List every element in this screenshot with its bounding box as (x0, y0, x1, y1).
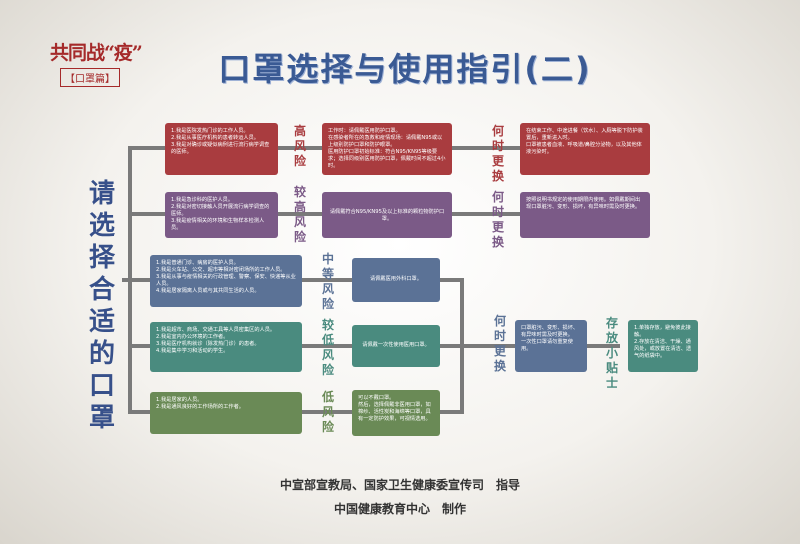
mask-item: 请佩戴符合N95/KN95及以上标准的颗粒物防护口罩。 (329, 209, 445, 222)
change-item: 在结束工作、中途进餐（饮水）、入厕等脱下防护装置后，重新进入时。 (526, 128, 643, 141)
who-item: 1.我是居家的人员。 (156, 397, 203, 403)
who-item: 4.我是居家隔离人员或与其共同生活的人员。 (156, 288, 260, 294)
who-item: 2.我是通风良好的工作场所的工作者。 (156, 404, 244, 410)
page-title: 口罩选择与使用指引(二) (218, 50, 592, 88)
who-box-medium: 1.我是普通门诊、病房的医护人员。 2.我是火车站、公交、超市等相对密闭场所的工… (150, 255, 302, 307)
change-item: 口罩被患者血液、呼吸道/鼻腔分泌物，以及其他体液污染时。 (526, 142, 642, 155)
tip-item: 1.单独存放，避免彼此接触。 (634, 325, 691, 338)
when-label-shared: 何时更换 (493, 314, 506, 373)
change-item: 按照说明书规定的使用期限内使用。如佩戴期间出现口罩脏污、变形、损坏，有异味时需及… (526, 197, 641, 210)
mask-box-relatively-high: 请佩戴符合N95/KN95及以上标准的颗粒物防护口罩。 (322, 192, 452, 238)
mask-box-medium: 请佩戴医用外科口罩。 (352, 258, 440, 302)
mask-item: 请佩戴一次性使用医用口罩。 (362, 342, 430, 348)
mask-box-low: 可以不戴口罩。 然后，选择佩戴非医用口罩，如棉纱、活性炭和海绵等口罩，具有一定防… (352, 390, 440, 436)
mask-box-high: 工作时：请佩戴医用防护口罩。 在感染者所在的急救和疫情现场：请佩戴N95或以上级… (322, 123, 452, 175)
mask-item: 医用防护口罩初始标准：符合N95/KN95等级要求；选择同级别医用防护口罩，佩戴… (328, 149, 446, 169)
who-item: 3.我是疫情相关的环境和生物样本检测人员。 (171, 218, 265, 231)
risk-label-high: 高风险 (293, 124, 306, 168)
who-item: 4.我是集中学习和活动的学生。 (156, 348, 229, 354)
tips-label: 存放小贴士 (605, 316, 618, 390)
mask-item: 请佩戴医用外科口罩。 (370, 276, 422, 282)
when-label-relatively-high: 何时更换 (491, 190, 504, 249)
logo-title: 共同战“疫” (50, 42, 143, 64)
change-box-high: 在结束工作、中途进餐（饮水）、入厕等脱下防护装置后，重新进入时。 口罩被患者血液… (520, 123, 650, 175)
mask-box-relatively-low: 请佩戴一次性使用医用口罩。 (352, 325, 440, 367)
mask-item: 然后，选择佩戴非医用口罩，如棉纱、活性炭和海绵等口罩，具有一定防护效果，可视情选… (358, 402, 431, 422)
risk-label-low: 低风险 (321, 390, 334, 434)
who-item: 1.我是医院发热门诊的工作人员。 (171, 128, 249, 134)
who-item: 3.我是对确诊或疑似病例进行流行病学调查的医师。 (171, 142, 270, 155)
footer-guidance: 中宣部宣教局、国家卫生健康委宣传司 指导 (279, 478, 520, 492)
who-box-low: 1.我是居家的人员。 2.我是通风良好的工作场所的工作者。 (150, 392, 302, 434)
who-item: 3.我是医疗机构就诊（除发热门诊）的患者。 (156, 341, 260, 347)
mask-item: 工作时：请佩戴医用防护口罩。 (328, 128, 401, 134)
when-label-high: 何时更换 (491, 124, 504, 183)
tips-box: 1.单独存放，避免彼此接触。 2.存放在清洁、干燥、通风处，或放置在清洁、透气的… (628, 320, 698, 372)
risk-label-medium: 中等风险 (321, 252, 334, 311)
who-item: 1.我是超市、商场、交通工具等人员密集区的人员。 (156, 327, 276, 333)
who-item: 2.我是火车站、公交、超市等相对密闭场所的工作人员。 (156, 267, 286, 273)
change-box-relatively-high: 按照说明书规定的使用期限内使用。如佩戴期间出现口罩脏污、变形、损坏，有异味时需及… (520, 192, 650, 238)
who-item: 1.我是急诊科的医护人员。 (171, 197, 234, 203)
risk-label-relatively-high: 较高风险 (293, 185, 306, 244)
mask-item: 在感染者所在的急救和疫情现场：请佩戴N95或以上级别防护口罩和防护眼罩。 (328, 135, 443, 148)
who-box-high: 1.我是医院发热门诊的工作人员。 2.我是从事医疗机构的患者转运人员。 3.我是… (165, 123, 278, 175)
who-item: 2.我是对密切接触人员开展流行病学调查的医师。 (171, 204, 270, 217)
change-item: 口罩脏污、变形、损坏、有异味时需及时更换。 (521, 325, 579, 338)
who-item: 3.我是从事与疫情相关的行政管理、警察、保安、快递等从业人员。 (156, 274, 296, 287)
risk-label-relatively-low: 较低风险 (321, 318, 334, 377)
mask-item: 可以不戴口罩。 (358, 395, 395, 401)
side-title: 请选择合适的口罩 (88, 179, 115, 433)
who-item: 1.我是普通门诊、病房的医护人员。 (156, 260, 239, 266)
who-box-relatively-high: 1.我是急诊科的医护人员。 2.我是对密切接触人员开展流行病学调查的医师。 3.… (165, 192, 278, 238)
logo-subtitle: 【口罩篇】 (60, 68, 120, 87)
who-item: 2.我是室内办公环境的工作者。 (156, 334, 229, 340)
who-box-relatively-low: 1.我是超市、商场、交通工具等人员密集区的人员。 2.我是室内办公环境的工作者。… (150, 322, 302, 372)
change-box-shared: 口罩脏污、变形、损坏、有异味时需及时更换。 一次性口罩请勿重复使用。 (515, 320, 587, 372)
change-item: 一次性口罩请勿重复使用。 (521, 339, 573, 352)
who-item: 2.我是从事医疗机构的患者转运人员。 (171, 135, 259, 141)
tip-item: 2.存放在清洁、干燥、通风处，或放置在清洁、透气的纸袋中。 (634, 339, 692, 359)
footer-producer: 中国健康教育中心 制作 (333, 502, 466, 516)
